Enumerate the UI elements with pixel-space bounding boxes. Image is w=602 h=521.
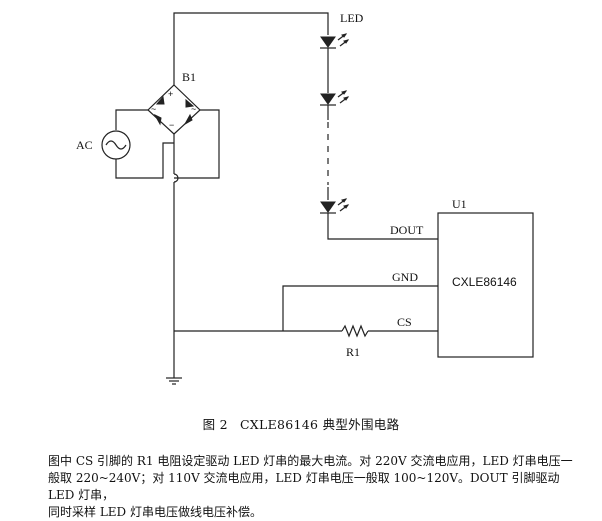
figure-caption: 图 2 CXLE86146 典型外围电路 [0, 414, 602, 433]
led-3 [320, 198, 350, 214]
led-1 [320, 33, 350, 49]
bridge-ac-right-label: ~ [191, 104, 196, 114]
chip-label-u1: U1 [452, 197, 467, 211]
description-paragraph: 图中 CS 引脚的 R1 电阻设定驱动 LED 灯串的最大电流。对 220V 交… [48, 453, 584, 521]
bridge-label-b1: B1 [182, 70, 196, 84]
resistor-label-r1: R1 [346, 345, 360, 359]
circuit-schematic: + − ~ ~ B1 AC R1 DOUT GND CS [76, 11, 534, 385]
description-line-3: 同时采样 LED 灯串电压做线电压补偿。 [48, 505, 262, 519]
led-string-label: LED [340, 11, 364, 25]
wire-bridge-to-led [173, 12, 329, 85]
led-string [320, 33, 438, 240]
pin-label-dout: DOUT [390, 223, 424, 237]
pin-label-cs: CS [397, 315, 412, 329]
ground-symbol [166, 377, 182, 385]
cs-resistor-path [174, 324, 438, 338]
bridge-rectifier-b1: + − ~ ~ [147, 84, 201, 135]
ground-return-wire [173, 134, 179, 378]
ac-source-label: AC [76, 138, 93, 152]
led-2 [320, 90, 350, 106]
description-line-2: 般取 220~240V；对 110V 交流电应用，LED 灯串电压一般取 100… [48, 471, 560, 502]
bridge-minus-label: − [169, 120, 174, 130]
resistor-r1 [341, 324, 369, 338]
figure-number: 图 2 [202, 417, 228, 432]
ac-source [101, 109, 220, 179]
gnd-wire [282, 285, 438, 331]
chip-u1: CXLE86146 [437, 212, 534, 358]
bridge-plus-label: + [168, 89, 173, 99]
chip-part-number: CXLE86146 [452, 275, 517, 289]
bridge-ac-left-label: ~ [151, 104, 156, 114]
figure-title: CXLE86146 典型外围电路 [239, 417, 400, 432]
pin-label-gnd: GND [392, 270, 418, 284]
description-line-1: 图中 CS 引脚的 R1 电阻设定驱动 LED 灯串的最大电流。对 220V 交… [48, 454, 573, 468]
